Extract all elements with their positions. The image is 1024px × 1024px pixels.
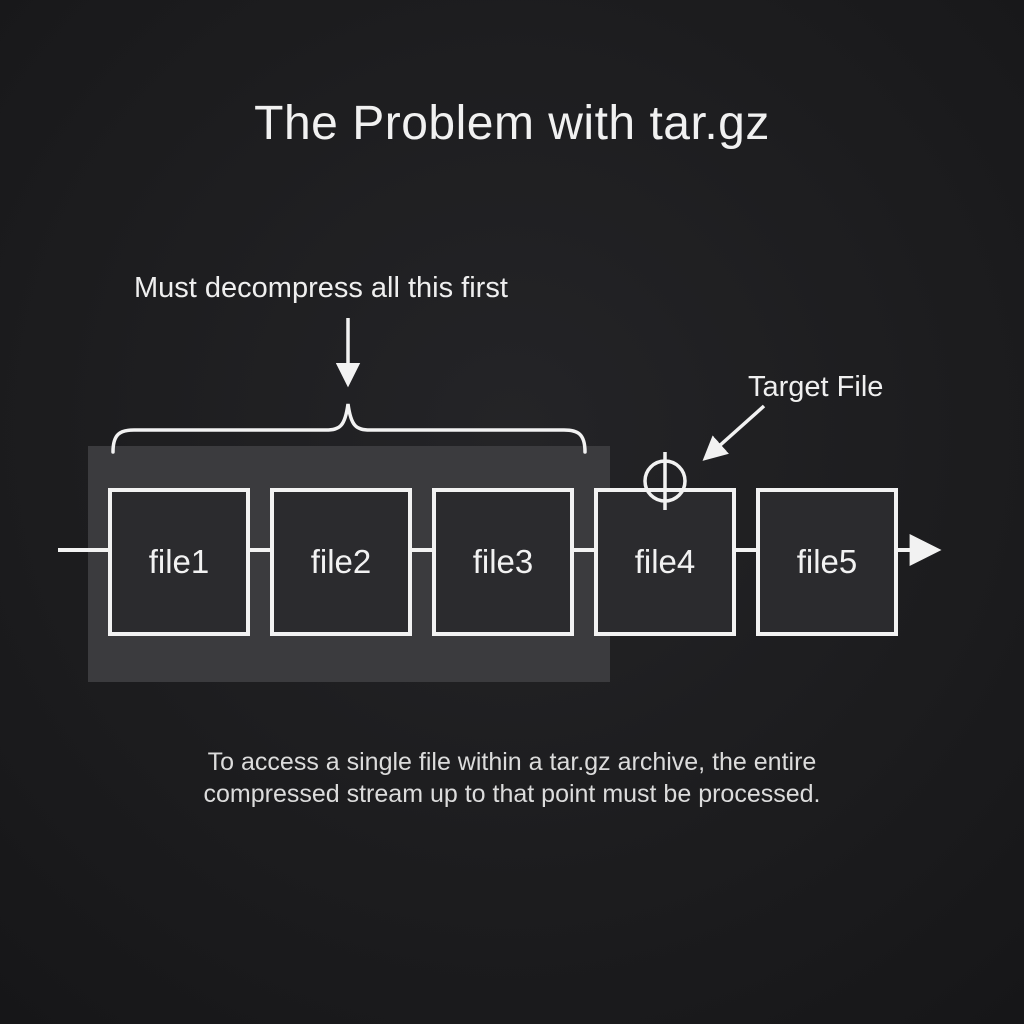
brace-icon [111, 403, 587, 454]
file-box-label: file5 [796, 543, 858, 580]
caption-line-1: To access a single file within a tar.gz … [207, 748, 817, 776]
file-box-4: file4 [594, 488, 736, 636]
target-arrow-icon [702, 404, 766, 461]
page-title: The Problem with tar.gz [254, 97, 770, 150]
file-box-label: file4 [634, 543, 696, 580]
file-box-3: file3 [432, 488, 574, 636]
target-file-label: Target File [748, 371, 884, 403]
file-box-label: file2 [310, 543, 372, 580]
file-box-2: file2 [270, 488, 412, 636]
file-box-1: file1 [108, 488, 250, 636]
file-box-label: file1 [148, 543, 210, 580]
caption-line-2: compressed stream up to that point must … [203, 780, 821, 808]
target-marker-icon [643, 452, 687, 510]
file-box-5: file5 [756, 488, 898, 636]
decompress-label: Must decompress all this first [134, 272, 508, 304]
file-box-label: file3 [472, 543, 534, 580]
